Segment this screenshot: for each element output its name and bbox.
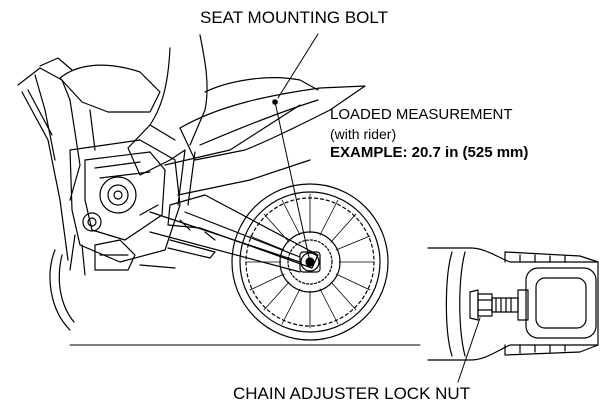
example-measurement-label: EXAMPLE: 20.7 in (525 mm) — [330, 144, 529, 161]
seat-bolt-leader — [277, 33, 319, 99]
loaded-measurement-label: LOADED MEASUREMENT — [330, 106, 513, 123]
rear-wheel-icon — [231, 183, 389, 341]
measurement-line — [274, 101, 311, 263]
with-rider-label: (with rider) — [330, 126, 397, 142]
seat-mounting-bolt-label: SEAT MOUNTING BOLT — [200, 8, 388, 27]
chain-adjuster-detail-icon — [427, 247, 599, 361]
chain-adjuster-leader — [457, 317, 481, 383]
motorcycle-icon — [17, 34, 366, 331]
chain-adjuster-lock-nut-label: CHAIN ADJUSTER LOCK NUT — [233, 384, 471, 403]
